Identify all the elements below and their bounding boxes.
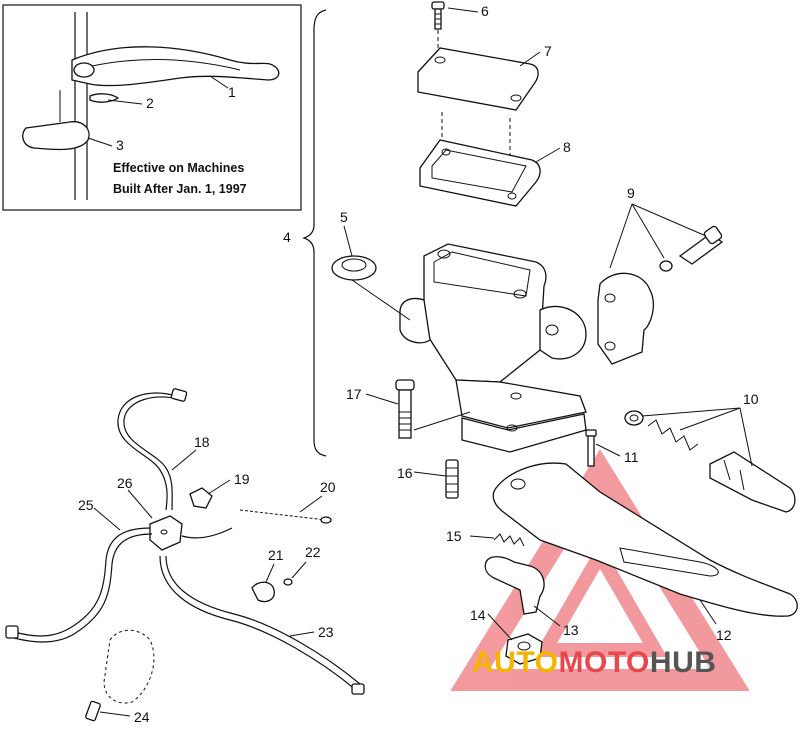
- brake-line-stub: [181, 527, 233, 539]
- callout-5: 5: [340, 209, 348, 225]
- watermark-text: AUTOMOTOHUB: [472, 646, 716, 679]
- fitting-part-19: [189, 487, 213, 509]
- screw-part-24: [85, 700, 101, 722]
- piston-kit-part-10: [624, 410, 796, 513]
- callout-2: 2: [146, 95, 154, 111]
- group-bracket: [302, 9, 327, 457]
- clip-part-22: [283, 578, 293, 586]
- callout-21: 21: [268, 547, 284, 563]
- callout-4: 4: [283, 229, 291, 245]
- diaphragm-part-8: [419, 139, 541, 207]
- callout-17: 17: [346, 386, 362, 402]
- reservoir-cover-part-7: [417, 47, 539, 111]
- callout-18: 18: [194, 434, 210, 450]
- watermark-hub: HUB: [650, 646, 717, 679]
- spring-part-15: [493, 533, 525, 547]
- callout-20: 20: [320, 479, 336, 495]
- screw-part-6: [431, 1, 445, 30]
- callout-19: 19: [234, 471, 250, 487]
- clip-part-21: [251, 581, 275, 603]
- callout-25: 25: [78, 497, 94, 513]
- inset-note-line2: Built After Jan. 1, 1997: [113, 182, 247, 196]
- inset-box: [2, 4, 302, 211]
- brake-line-part-18: [117, 388, 188, 511]
- clamp-part-9: [597, 225, 724, 365]
- line-part-20: [239, 509, 332, 524]
- inset-lever-assembly: [22, 12, 280, 200]
- bolt-part-17: [395, 379, 415, 439]
- callout-12: 12: [716, 627, 732, 643]
- boot-part-5: [331, 255, 377, 281]
- pin-part-11: [585, 429, 597, 467]
- callout-23: 23: [318, 624, 334, 640]
- junction-block-part-26: [149, 515, 183, 551]
- callout-8: 8: [563, 139, 571, 155]
- callout-22: 22: [305, 544, 321, 560]
- screw-part-16: [445, 459, 459, 499]
- brake-line-part-23: [159, 555, 365, 695]
- callout-15: 15: [446, 528, 462, 544]
- inset-note-line1: Effective on Machines: [113, 161, 244, 175]
- watermark-auto: AUTO: [472, 646, 558, 679]
- brake-line-part-25: [5, 527, 153, 643]
- callout-24: 24: [134, 709, 150, 725]
- callout-26: 26: [117, 475, 133, 491]
- callout-14: 14: [470, 607, 486, 623]
- nut-part-14: [505, 633, 543, 665]
- callout-1: 1: [228, 84, 236, 100]
- callout-6: 6: [481, 3, 489, 19]
- callout-9: 9: [627, 185, 635, 201]
- callout-7: 7: [544, 43, 552, 59]
- actuator-part-13: [484, 556, 545, 615]
- watermark-moto: MOTO: [558, 646, 649, 679]
- master-cylinder-body: [399, 243, 587, 453]
- leader-lines: [87, 7, 753, 717]
- callout-11: 11: [624, 449, 639, 465]
- bracket-outline: [103, 629, 155, 704]
- callout-13: 13: [563, 622, 579, 638]
- lever-part-12: [492, 462, 798, 617]
- callout-3: 3: [116, 137, 124, 153]
- callout-10: 10: [743, 391, 759, 407]
- callout-16: 16: [397, 465, 413, 481]
